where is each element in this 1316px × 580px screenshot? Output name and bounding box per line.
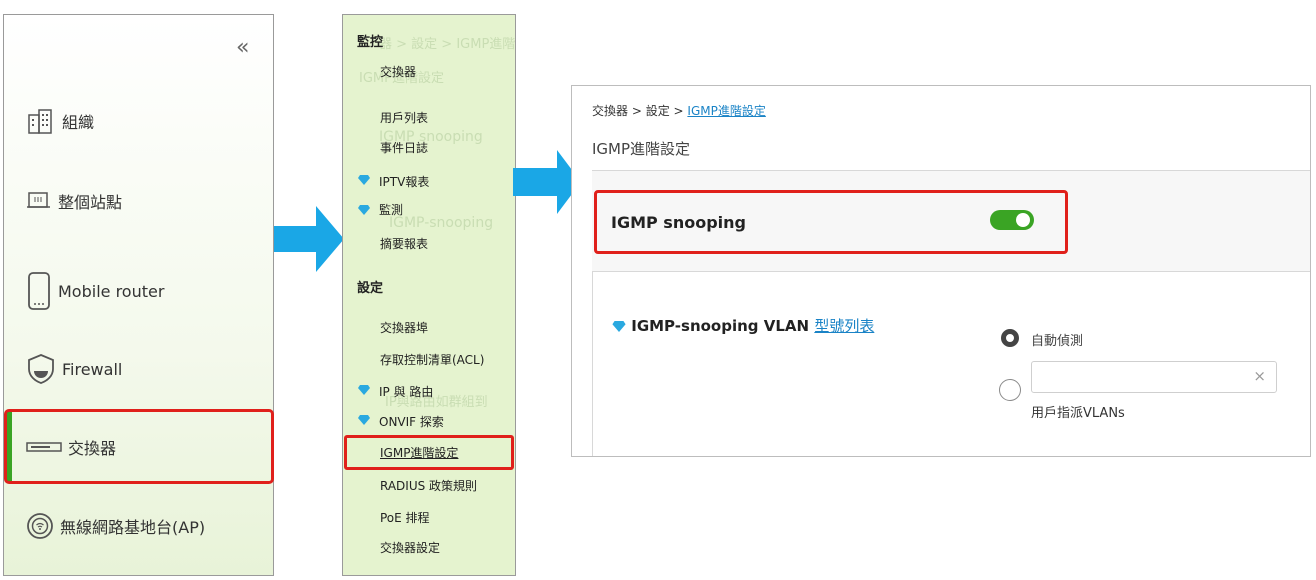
vlan-label-text: IGMP-snooping VLAN: [631, 317, 810, 335]
submenu-item-monitor[interactable]: 監測: [379, 203, 404, 217]
vlan-input[interactable]: ×: [1031, 361, 1277, 393]
vlan-label: IGMP-snooping VLAN 型號列表: [612, 315, 874, 336]
firewall-icon: [26, 353, 56, 385]
submenu-panel: 器 > 設定 > IGMP進階 IGMP進階設定 IGMP snooping I…: [342, 14, 516, 576]
breadcrumb-settings[interactable]: 設定 >: [645, 104, 684, 118]
nav-item-label: 無線網路基地台(AP): [60, 518, 206, 537]
submenu-item-summary-report[interactable]: 摘要報表: [380, 237, 429, 251]
switch-icon: [26, 440, 62, 454]
clear-icon[interactable]: ×: [1253, 367, 1266, 385]
ghost-text: IP與路由如群組到: [385, 395, 488, 410]
toggle-knob: [1016, 213, 1030, 227]
ghost-text: 器 > 設定 > IGMP進階: [379, 37, 516, 52]
highlight-box-snooping: [594, 190, 1068, 254]
submenu-item-switch[interactable]: 交換器: [380, 65, 417, 79]
arrow-right-icon: [274, 206, 344, 272]
submenu-item-ip-routing[interactable]: IP 與 路由: [379, 385, 434, 399]
gem-icon: [358, 385, 370, 398]
divider: [592, 271, 1310, 272]
section-header-settings: 設定: [357, 281, 384, 296]
active-indicator: [7, 412, 12, 481]
snooping-toggle[interactable]: [990, 210, 1034, 230]
submenu-item-onvif[interactable]: ONVIF 探索: [379, 415, 444, 429]
site-icon: [26, 189, 52, 213]
breadcrumb: 交換器 > 設定 > IGMP進階設定: [592, 102, 766, 119]
divider: [592, 170, 1310, 171]
nav-item-label: 交換器: [68, 439, 117, 458]
collapse-icon[interactable]: «: [236, 35, 250, 60]
vlan-hint: 用戶指派VLANs: [1031, 406, 1125, 421]
submenu-item-switch-ports[interactable]: 交換器埠: [380, 321, 429, 335]
building-icon: [26, 107, 56, 135]
page-title: IGMP進階設定: [592, 140, 691, 158]
gem-icon: [358, 415, 370, 428]
ghost-text: IGMP-snooping: [389, 215, 494, 231]
submenu-item-radius-policy[interactable]: RADIUS 政策規則: [380, 479, 478, 493]
highlight-box-igmp: [344, 435, 514, 470]
radio-user-assigned[interactable]: [999, 379, 1021, 401]
submenu-item-event-log[interactable]: 事件日誌: [380, 141, 429, 155]
submenu-item-acl[interactable]: 存取控制清單(ACL): [380, 353, 485, 367]
ghost-text: IGMP snooping: [379, 129, 483, 145]
nav-item-switch[interactable]: 交換器: [26, 435, 116, 459]
gem-icon: [358, 205, 370, 218]
nav-item-mobile-router[interactable]: Mobile router: [26, 271, 164, 311]
breadcrumb-switch[interactable]: 交換器 >: [592, 104, 642, 118]
snooping-row: [592, 171, 1310, 271]
highlight-box-switch: [4, 409, 274, 484]
nav-item-site-wide[interactable]: 整個站點: [26, 189, 122, 213]
igmp-settings-panel: 交換器 > 設定 > IGMP進階設定 IGMP進階設定 IGMP snoopi…: [571, 85, 1311, 457]
radio-auto-detect[interactable]: [1001, 329, 1019, 347]
submenu-item-switch-settings[interactable]: 交換器設定: [380, 541, 441, 555]
nav-item-organization[interactable]: 組織: [26, 107, 94, 135]
gem-icon: [612, 321, 626, 332]
divider: [592, 271, 593, 456]
snooping-label: IGMP snooping: [611, 213, 746, 232]
nav-item-label: Mobile router: [58, 281, 165, 301]
submenu-item-igmp-advanced[interactable]: IGMP進階設定: [380, 446, 459, 460]
left-nav-panel: « 組織 整個站點 Mobile router Firewall 交換器: [3, 14, 274, 576]
nav-item-firewall[interactable]: Firewall: [26, 353, 122, 385]
mobile-router-icon: [26, 271, 52, 311]
submenu-item-client-list[interactable]: 用戶列表: [380, 111, 429, 125]
ap-icon: [26, 512, 54, 540]
model-list-link[interactable]: 型號列表: [814, 317, 875, 335]
section-header-monitor: 監控: [357, 35, 384, 50]
nav-item-label: 整個站點: [58, 193, 123, 212]
submenu-item-iptv-report[interactable]: IPTV報表: [379, 175, 430, 189]
submenu-item-poe-schedule[interactable]: PoE 排程: [380, 511, 430, 525]
gem-icon: [358, 175, 370, 188]
nav-item-ap[interactable]: 無線網路基地台(AP): [26, 512, 205, 540]
nav-item-label: 組織: [62, 113, 95, 132]
radio-auto-detect-label: 自動偵測: [1031, 334, 1084, 349]
ghost-text: IGMP進階設定: [359, 71, 444, 86]
breadcrumb-current[interactable]: IGMP進階設定: [687, 104, 766, 118]
nav-item-label: Firewall: [62, 359, 123, 379]
arrow-right-icon: [513, 150, 581, 214]
